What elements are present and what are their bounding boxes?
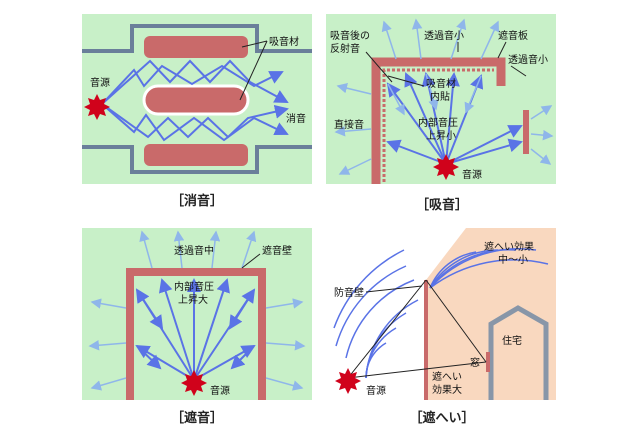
transmitted-rays [88, 230, 306, 391]
label-direct: 直接音 [334, 118, 364, 131]
sound-source-icon [433, 154, 459, 180]
panel-shielding: 遮へい効果 中～小 防音壁 住宅 窓 遮へい 効果大 音源 [326, 228, 556, 400]
label-reflected-1: 吸音後の [330, 29, 370, 42]
absorber-top [144, 36, 248, 58]
caption-muffler: ［消音］ [170, 194, 223, 209]
label-house: 住宅 [502, 334, 522, 347]
sound-source-icon [84, 94, 110, 120]
sound-source-icon [335, 368, 361, 394]
label-transmit: 透過音中 [174, 244, 214, 257]
label-effect-2: 中～小 [498, 253, 528, 266]
insulation-wall [126, 268, 266, 400]
shielding-diagram: 遮へい効果 中～小 防音壁 住宅 窓 遮へい 効果大 音源 [326, 228, 556, 400]
reflected-rays [387, 73, 482, 116]
absorber-lining [382, 68, 494, 182]
label-reflected-2: 反射音 [330, 42, 360, 55]
enclosure-wall [371, 57, 506, 184]
window-icon [486, 352, 490, 372]
panel-absorption: 吸音後の 反射音 透過音小 遮音板 透過音小 吸音材 内貼 直接音 内部音圧 上… [326, 14, 556, 184]
internal-rays [135, 278, 256, 381]
label-absorber: 吸音材 [269, 35, 299, 48]
sound-wave-arcs [333, 248, 549, 379]
label-muffled: 消音 [286, 112, 306, 125]
absorber-middle [142, 84, 250, 116]
label-effect-big-1: 遮へい [432, 370, 462, 383]
label-pressure-1: 内部音圧 [174, 280, 214, 293]
sound-source-icon [181, 370, 207, 396]
absorber-bottom [144, 144, 248, 166]
label-window: 窓 [470, 356, 480, 369]
label-source: 音源 [462, 168, 482, 181]
label-source: 音源 [90, 76, 110, 89]
caption-insulation: ［遮音］ [170, 411, 223, 426]
muffler-diagram: 吸音材 音源 消音 [82, 14, 312, 184]
label-absorber-2: 内貼 [430, 90, 450, 103]
insulation-diagram: 透過音中 遮音壁 内部音圧 上昇大 音源 [82, 228, 312, 400]
label-source: 音源 [210, 384, 230, 397]
label-pressure-1: 内部音圧 [418, 116, 458, 129]
label-pressure-2: 上昇大 [178, 293, 208, 306]
label-absorber-1: 吸音材 [426, 77, 456, 90]
caption-shielding: ［遮へい］ [409, 411, 475, 426]
transmitted-rays [334, 18, 554, 175]
label-wall: 防音壁 [334, 286, 364, 299]
label-effect-big-2: 効果大 [432, 383, 462, 396]
label-wall: 遮音壁 [262, 244, 292, 257]
sound-rays [101, 59, 289, 142]
panel-muffler: 吸音材 音源 消音 [82, 14, 312, 184]
label-effect-1: 遮へい効果 [484, 240, 534, 253]
panel-insulation: 透過音中 遮音壁 内部音圧 上昇大 音源 [82, 228, 312, 400]
label-pressure-2: 上昇小 [426, 130, 456, 142]
duct-outline [82, 24, 312, 174]
label-transmit-2: 透過音小 [508, 53, 548, 66]
label-transmit: 透過音小 [424, 29, 464, 42]
label-shield: 遮音板 [498, 29, 528, 42]
absorption-diagram: 吸音後の 反射音 透過音小 遮音板 透過音小 吸音材 内貼 直接音 内部音圧 上… [326, 14, 556, 184]
caption-absorption: ［吸音］ [415, 198, 468, 213]
label-source: 音源 [366, 384, 386, 397]
house-outline [488, 305, 549, 400]
